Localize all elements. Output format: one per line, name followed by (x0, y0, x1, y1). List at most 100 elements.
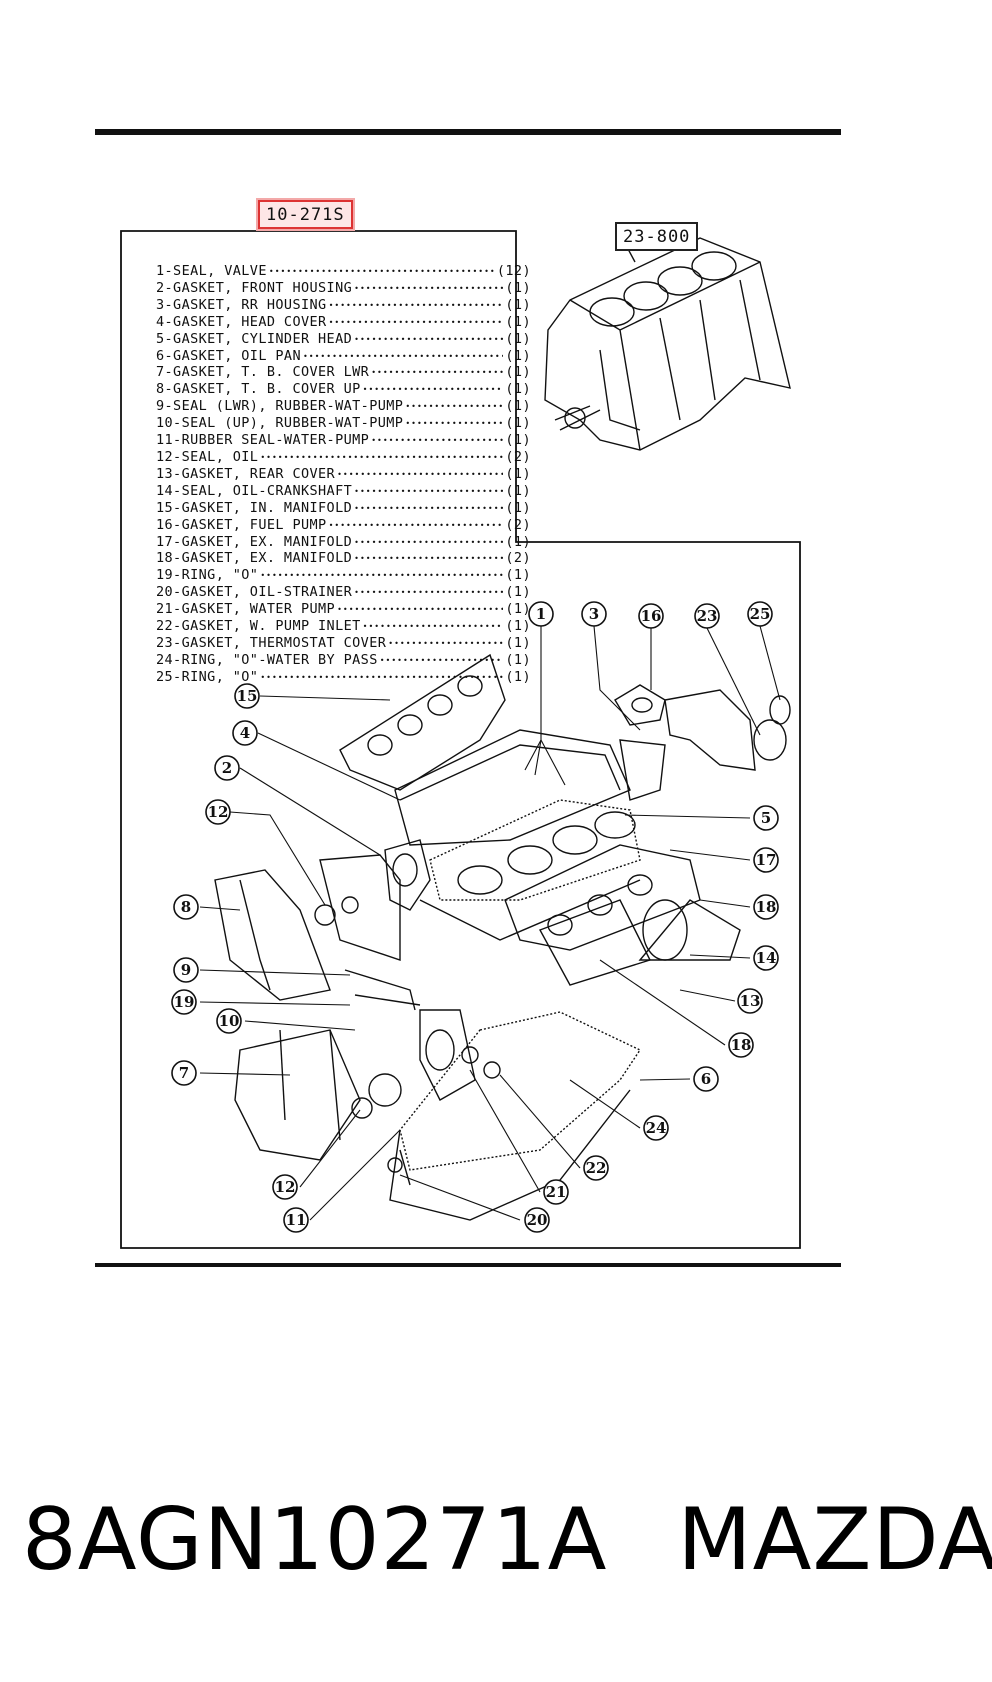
leader-dots (354, 281, 503, 298)
parts-list-row: 6-GASKET, OIL PAN(1) (156, 348, 531, 366)
part-name: 18-GASKET, EX. MANIFOLD (156, 550, 353, 567)
callout-10-label: 10 (219, 1012, 240, 1030)
callout-1: 1 (528, 601, 554, 627)
callout-9: 9 (173, 957, 199, 983)
leader-dots (405, 399, 503, 416)
part-qty: (1) (505, 465, 531, 482)
callout-17: 17 (753, 847, 779, 873)
parts-list-row: 2-GASKET, FRONT HOUSING (1) (156, 279, 531, 298)
leader-dots (260, 670, 503, 687)
part-name: 9-SEAL (LWR), RUBBER-WAT-PUMP (156, 398, 404, 415)
callout-14-label: 14 (756, 949, 777, 967)
timing-cover-gaskets (214, 839, 431, 1011)
callout-12-upper-label: 12 (208, 803, 229, 821)
parts-list-row: 21-GASKET, WATER PUMP(1) (156, 601, 531, 619)
parts-list-row: 8-GASKET, T. B. COVER UP(1) (156, 381, 531, 399)
callout-16-label: 16 (641, 607, 662, 625)
leader-dots (337, 602, 503, 619)
leader-dots (303, 349, 503, 366)
parts-list-row: 4-GASKET, HEAD COVER(1) (156, 314, 531, 332)
part-name: 19-RING, "O" (156, 567, 259, 584)
part-number: 8AGN10271A (22, 1490, 608, 1590)
callout-25-label: 25 (750, 605, 771, 623)
callout-19: 19 (171, 989, 197, 1015)
callout-3: 3 (581, 601, 607, 627)
callout-15: 15 (234, 683, 260, 709)
part-name: 15-GASKET, IN. MANIFOLD (156, 499, 353, 516)
leader-dots (260, 568, 503, 585)
callout-18-lower-label: 18 (731, 1036, 752, 1054)
callout-9-label: 9 (181, 961, 191, 979)
parts-list-row: 24-RING, "O"-WATER BY PASS(1) (156, 651, 531, 670)
callout-8-label: 8 (181, 898, 191, 916)
leader-dots (363, 382, 504, 399)
engine-block-drawing (544, 233, 791, 451)
part-name: 2-GASKET, FRONT HOUSING (156, 279, 353, 296)
parts-list-row: 13-GASKET, REAR COVER (1) (156, 465, 531, 484)
parts-list-row: 14-SEAL, OIL-CRANKSHAFT(1) (156, 482, 531, 501)
callout-13-label: 13 (740, 992, 761, 1010)
callout-17-label: 17 (756, 851, 777, 869)
leader-dots (354, 551, 503, 568)
part-name: 10-SEAL (UP), RUBBER-WAT-PUMP (156, 415, 404, 432)
part-qty: (1) (505, 651, 531, 668)
leader-dots (337, 467, 503, 484)
parts-list-row: 12-SEAL, OIL(2) (156, 448, 531, 467)
parts-list-row: 5-GASKET, CYLINDER HEAD(1) (156, 330, 531, 349)
leader-dots (354, 484, 503, 501)
parts-list-row: 1-SEAL, VALVE(12) (156, 263, 531, 281)
callout-20: 20 (524, 1207, 550, 1233)
exhaust-manifold-gaskets (504, 844, 741, 986)
leader-dots (363, 619, 504, 636)
parts-list-row: 25-RING, "O"(1) (156, 668, 531, 687)
part-qty: (1) (505, 601, 531, 618)
callout-18-upper-label: 18 (756, 898, 777, 916)
callout-12-upper: 12 (205, 799, 231, 825)
callout-11-label: 11 (286, 1211, 307, 1229)
leader-dots (354, 535, 503, 552)
part-qty: (1) (505, 482, 531, 499)
brand-name: MAZDA (677, 1490, 992, 1590)
callout-5-label: 5 (761, 809, 771, 827)
callout-2: 2 (214, 755, 240, 781)
leader-dots (260, 450, 503, 467)
callout-13: 13 (737, 988, 763, 1014)
part-qty: (2) (505, 516, 531, 533)
callout-22: 22 (583, 1155, 609, 1181)
callout-12-lower: 12 (272, 1174, 298, 1200)
part-name: 1-SEAL, VALVE (156, 263, 267, 279)
callout-12-lower-label: 12 (275, 1178, 296, 1196)
callout-19-label: 19 (174, 993, 195, 1011)
callouts: 1 3 16 23 25 15 4 2 12 5 17 8 18 14 9 13… (171, 601, 779, 1233)
parts-list-row: 20-GASKET, OIL-STRAINER(1) (156, 584, 531, 602)
part-name: 22-GASKET, W. PUMP INLET (156, 618, 361, 635)
parts-list-row: 7-GASKET, T. B. COVER LWR(1) (156, 365, 531, 382)
part-name: 7-GASKET, T. B. COVER LWR (156, 364, 370, 381)
part-name: 13-GASKET, REAR COVER (156, 465, 336, 482)
callout-1-label: 1 (536, 605, 546, 623)
part-qty: (1) (505, 279, 531, 296)
parts-list-row: 16-GASKET, FUEL PUMP(2) (156, 516, 531, 535)
part-qty: (2) (505, 550, 531, 567)
part-name: 12-SEAL, OIL (156, 448, 259, 465)
callout-5: 5 (753, 805, 779, 831)
block-reference-box: 23-800 (615, 222, 699, 251)
leader-dots (329, 315, 504, 332)
leader-dots (371, 433, 503, 450)
parts-list-row: 11-RUBBER SEAL-WATER-PUMP(1) (156, 432, 531, 450)
leader-dots (405, 416, 503, 433)
callout-18-upper: 18 (753, 894, 779, 920)
part-qty: (1) (505, 499, 531, 516)
leader-dots (329, 518, 504, 535)
callout-14: 14 (753, 945, 779, 971)
callout-24-label: 24 (646, 1119, 667, 1137)
part-name: 20-GASKET, OIL-STRAINER (156, 584, 353, 601)
leader-dots (269, 264, 495, 281)
callout-22-label: 22 (586, 1159, 607, 1177)
part-name: 5-GASKET, CYLINDER HEAD (156, 330, 353, 347)
callout-21: 21 (543, 1179, 569, 1205)
part-qty: (1) (505, 668, 531, 685)
bottom-rule (95, 1263, 841, 1267)
callout-25: 25 (747, 601, 773, 627)
